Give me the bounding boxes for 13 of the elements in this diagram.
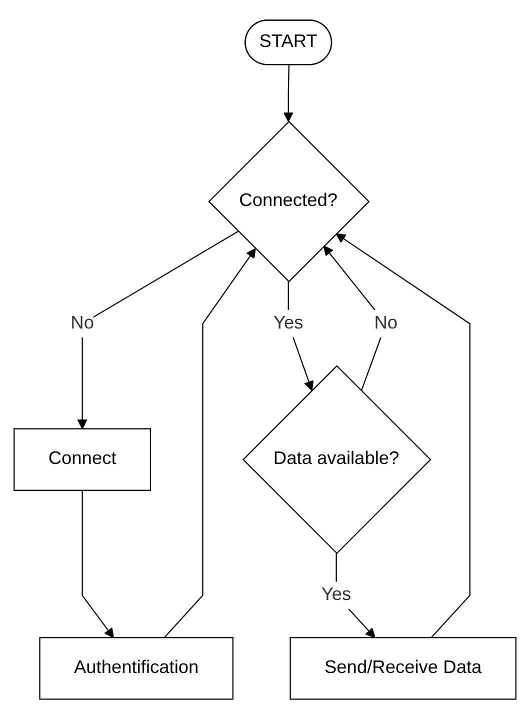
edge-label: Yes xyxy=(273,314,304,334)
edge-label: No xyxy=(374,314,398,334)
node-diamond: Data available? xyxy=(242,365,432,554)
arrow xyxy=(164,248,256,638)
node-box: Send/Receive Data xyxy=(290,637,516,700)
arrow xyxy=(283,66,294,122)
arrow xyxy=(77,231,238,430)
arrow xyxy=(82,490,114,638)
edge-label: No xyxy=(70,314,94,334)
node-diamond: Connected? xyxy=(208,121,370,283)
node-box: Connect xyxy=(14,428,152,492)
edge-label: Yes xyxy=(321,586,352,605)
node-box: Authentification xyxy=(39,637,234,700)
